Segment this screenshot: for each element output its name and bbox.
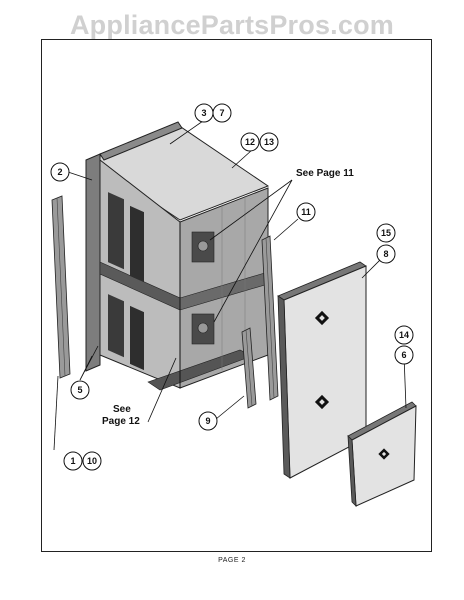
svg-text:1: 1 [70, 456, 75, 466]
callout-12: 12 [240, 132, 260, 152]
callout-10: 10 [82, 451, 102, 471]
svg-text:14: 14 [399, 330, 409, 340]
svg-text:10: 10 [87, 456, 97, 466]
door-trim-11 [261, 235, 279, 401]
callout-5: 5 [70, 380, 90, 400]
svg-text:7: 7 [219, 108, 224, 118]
callout-2: 2 [50, 162, 70, 182]
callout-15: 15 [376, 223, 396, 243]
svg-text:15: 15 [381, 228, 391, 238]
leader-lines [53, 120, 407, 451]
page-footer: PAGE 2 [218, 557, 246, 564]
svg-text:13: 13 [264, 137, 274, 147]
callout-14: 14 [394, 325, 414, 345]
svg-text:9: 9 [205, 416, 210, 426]
callout-13: 13 [259, 132, 279, 152]
watermark: AppliancePartsPros.com [69, 10, 394, 40]
see-page-12-note-line2: Page 12 [102, 416, 140, 427]
callout-7: 7 [212, 103, 232, 123]
door-trim-9 [241, 327, 257, 409]
svg-text:3: 3 [201, 108, 206, 118]
callout-8: 8 [376, 244, 396, 264]
oven-cabinet [85, 121, 270, 391]
svg-text:6: 6 [401, 350, 406, 360]
see-page-11-note: See Page 11 [296, 168, 354, 179]
diagram-frame [41, 39, 432, 552]
svg-text:12: 12 [245, 137, 255, 147]
door-logo-upper [314, 310, 330, 326]
callout-11: 11 [296, 202, 316, 222]
see-page-12-note-line1: See [113, 404, 131, 415]
door-logo-lower [314, 394, 330, 410]
upper-door-panel [277, 261, 367, 479]
svg-text:11: 11 [301, 207, 311, 217]
callout-1: 1 [63, 451, 83, 471]
left-side-trim [51, 195, 71, 379]
callout-9: 9 [198, 411, 218, 431]
svg-text:5: 5 [77, 385, 82, 395]
svg-text:2: 2 [57, 167, 62, 177]
lower-door-panel [347, 401, 417, 508]
callout-6: 6 [394, 345, 414, 365]
svg-text:8: 8 [383, 249, 388, 259]
callout-3: 3 [194, 103, 214, 123]
